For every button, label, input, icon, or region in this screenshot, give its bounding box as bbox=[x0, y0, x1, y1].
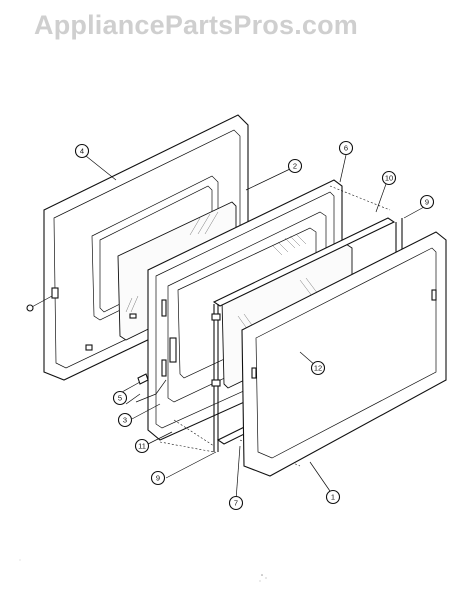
callout-7-label: 7 bbox=[234, 499, 238, 508]
callout-9-bottom: 9 bbox=[150, 470, 166, 486]
callout-6-label: 6 bbox=[344, 144, 348, 153]
callout-9-top: 9 bbox=[419, 194, 435, 210]
watermark-logo: AppliancePartsPros.com bbox=[34, 10, 359, 40]
callout-2: 2 bbox=[287, 158, 303, 174]
scan-specks bbox=[19, 559, 267, 582]
callout-9-top-label: 9 bbox=[425, 198, 429, 207]
callout-1: 1 bbox=[325, 489, 341, 505]
callout-5: 5 bbox=[112, 390, 128, 406]
callout-4-label: 4 bbox=[80, 147, 84, 156]
leader-lines bbox=[85, 154, 425, 501]
callout-6: 6 bbox=[338, 140, 354, 156]
screws-left bbox=[121, 373, 167, 403]
callout-7: 7 bbox=[228, 495, 244, 511]
callout-12: 12 bbox=[310, 360, 326, 376]
callout-11-label: 11 bbox=[138, 442, 146, 451]
callout-3-label: 3 bbox=[123, 416, 127, 425]
callout-9-bottom-label: 9 bbox=[156, 474, 160, 483]
callout-12-label: 12 bbox=[314, 364, 322, 373]
callout-2-label: 2 bbox=[293, 162, 297, 171]
callout-1-label: 1 bbox=[331, 493, 335, 502]
callout-3: 3 bbox=[117, 412, 133, 428]
callout-10: 10 bbox=[381, 170, 397, 186]
callout-5-label: 5 bbox=[118, 394, 122, 403]
door-trim-frame bbox=[241, 231, 447, 477]
callout-10-label: 10 bbox=[385, 174, 393, 183]
callout-4: 4 bbox=[74, 143, 90, 159]
callout-11: 11 bbox=[134, 438, 150, 454]
